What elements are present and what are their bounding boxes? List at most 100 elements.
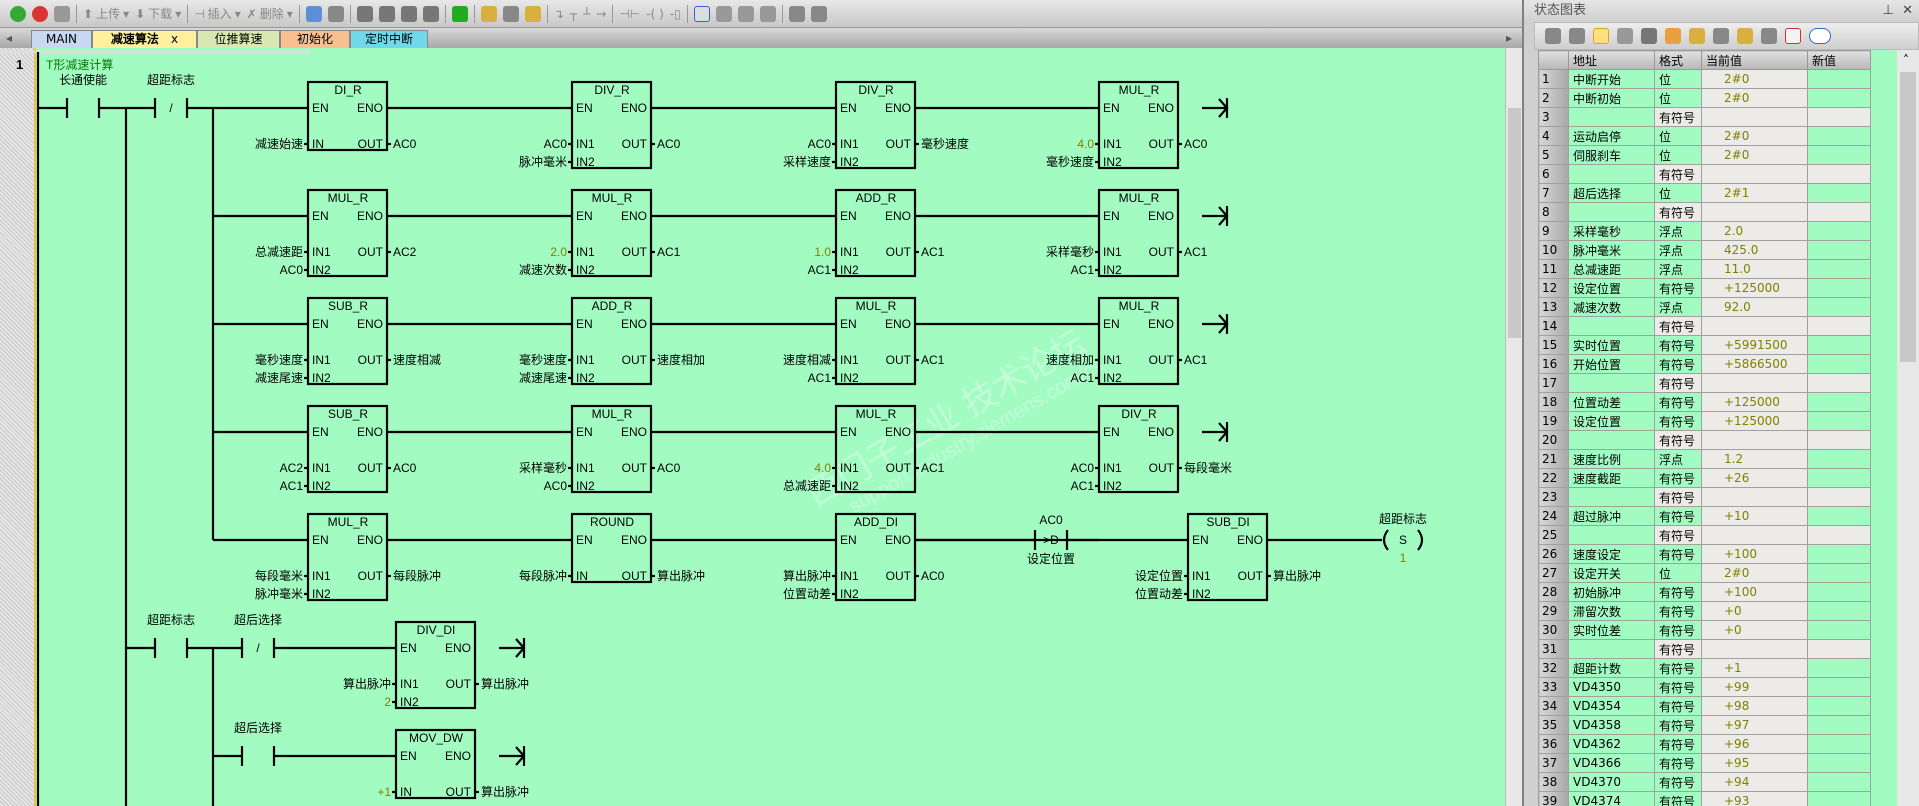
new-value-cell[interactable] [1807, 658, 1871, 678]
note-icon[interactable] [759, 5, 776, 22]
line-up-icon[interactable]: ┬ [569, 6, 578, 21]
run-icon[interactable] [10, 5, 26, 22]
new-value-cell[interactable] [1807, 791, 1871, 806]
address-cell[interactable]: VD4362 [1568, 734, 1655, 754]
format-cell[interactable]: 有符号 [1654, 772, 1702, 792]
chart-status-icon[interactable] [1593, 28, 1609, 44]
current-value-cell[interactable]: +5866500 [1701, 354, 1808, 374]
next-bookmark-icon[interactable] [400, 5, 417, 22]
current-value-cell[interactable] [1701, 639, 1808, 659]
function-block[interactable] [394, 620, 477, 710]
format-cell[interactable]: 有符号 [1654, 525, 1702, 545]
format-cell[interactable]: 有符号 [1654, 753, 1702, 773]
address-cell[interactable]: 实时位置 [1568, 335, 1655, 355]
add-row-icon[interactable] [1545, 28, 1561, 44]
address-cell[interactable]: 脉冲毫米 [1568, 240, 1655, 260]
address-cell[interactable] [1568, 316, 1655, 336]
pin-icon[interactable]: ⊥ [1882, 3, 1894, 18]
address-cell[interactable] [1568, 487, 1655, 507]
address-cell[interactable]: VD4358 [1568, 715, 1655, 735]
format-cell[interactable]: 有符号 [1654, 791, 1702, 806]
current-value-cell[interactable]: +10 [1701, 506, 1808, 526]
current-value-cell[interactable]: +100 [1701, 582, 1808, 602]
function-block[interactable] [570, 512, 653, 584]
lock-icon[interactable] [480, 5, 497, 22]
address-cell[interactable] [1568, 430, 1655, 450]
new-value-cell[interactable] [1807, 430, 1871, 450]
pause-trend-icon[interactable] [327, 5, 344, 22]
new-value-cell[interactable] [1807, 506, 1871, 526]
address-cell[interactable]: 设定位置 [1568, 411, 1655, 431]
current-value-cell[interactable]: +0 [1701, 601, 1808, 621]
new-value-cell[interactable] [1807, 639, 1871, 659]
current-value-cell[interactable]: +95 [1701, 753, 1808, 773]
function-block[interactable] [834, 512, 917, 602]
address-cell[interactable]: 初始脉冲 [1568, 582, 1655, 602]
format-cell[interactable]: 有符号 [1654, 392, 1702, 412]
function-block[interactable] [306, 512, 389, 602]
address-cell[interactable] [1568, 525, 1655, 545]
current-value-cell[interactable]: +125000 [1701, 278, 1808, 298]
new-value-cell[interactable] [1807, 88, 1871, 108]
address-cell[interactable]: 速度截距 [1568, 468, 1655, 488]
current-value-cell[interactable]: +5991500 [1701, 335, 1808, 355]
pause-icon[interactable] [1617, 28, 1633, 44]
new-value-cell[interactable] [1807, 525, 1871, 545]
tab-main[interactable]: MAIN [31, 30, 92, 48]
library-icon[interactable] [810, 5, 827, 22]
line-left-icon[interactable]: ┴ [583, 6, 591, 21]
compile-icon[interactable] [54, 5, 70, 22]
new-value-cell[interactable] [1807, 544, 1871, 564]
unlock-icon[interactable] [502, 5, 519, 22]
no-contact[interactable] [65, 98, 101, 118]
new-value-cell[interactable] [1807, 221, 1871, 241]
current-value-cell[interactable]: +93 [1701, 791, 1808, 806]
read-icon[interactable] [1641, 28, 1657, 44]
new-value-cell[interactable] [1807, 392, 1871, 412]
format-cell[interactable]: 有符号 [1654, 487, 1702, 507]
current-value-cell[interactable] [1701, 107, 1808, 127]
format-cell[interactable]: 有符号 [1654, 107, 1702, 127]
address-cell[interactable]: 采样毫秒 [1568, 221, 1655, 241]
new-value-cell[interactable] [1807, 126, 1871, 146]
current-value-cell[interactable] [1701, 487, 1808, 507]
new-value-cell[interactable] [1807, 582, 1871, 602]
address-cell[interactable]: 中断开始 [1568, 69, 1655, 89]
current-value-cell[interactable]: 2.0 [1701, 221, 1808, 241]
new-value-cell[interactable] [1807, 240, 1871, 260]
format-cell[interactable]: 浮点 [1654, 259, 1702, 279]
current-value-cell[interactable]: 2#0 [1701, 126, 1808, 146]
tab-position-speed[interactable]: 位推算速 [197, 30, 280, 48]
unforce-all-icon[interactable] [1737, 28, 1753, 44]
new-value-cell[interactable] [1807, 202, 1871, 222]
address-cell[interactable]: 滞留次数 [1568, 601, 1655, 621]
format-cell[interactable]: 有符号 [1654, 373, 1702, 393]
function-block[interactable] [834, 404, 917, 494]
current-value-cell[interactable]: 2#1 [1701, 183, 1808, 203]
address-cell[interactable]: 总减速距 [1568, 259, 1655, 279]
address-cell[interactable]: 设定位置 [1568, 278, 1655, 298]
function-block[interactable] [1097, 296, 1180, 386]
new-value-cell[interactable] [1807, 335, 1871, 355]
tab-init[interactable]: 初始化 [280, 30, 350, 48]
pou-icon[interactable] [788, 5, 805, 22]
program-status-icon[interactable] [305, 5, 322, 22]
new-value-cell[interactable] [1807, 411, 1871, 431]
table-icon[interactable] [715, 5, 732, 22]
address-cell[interactable]: 速度比例 [1568, 449, 1655, 469]
